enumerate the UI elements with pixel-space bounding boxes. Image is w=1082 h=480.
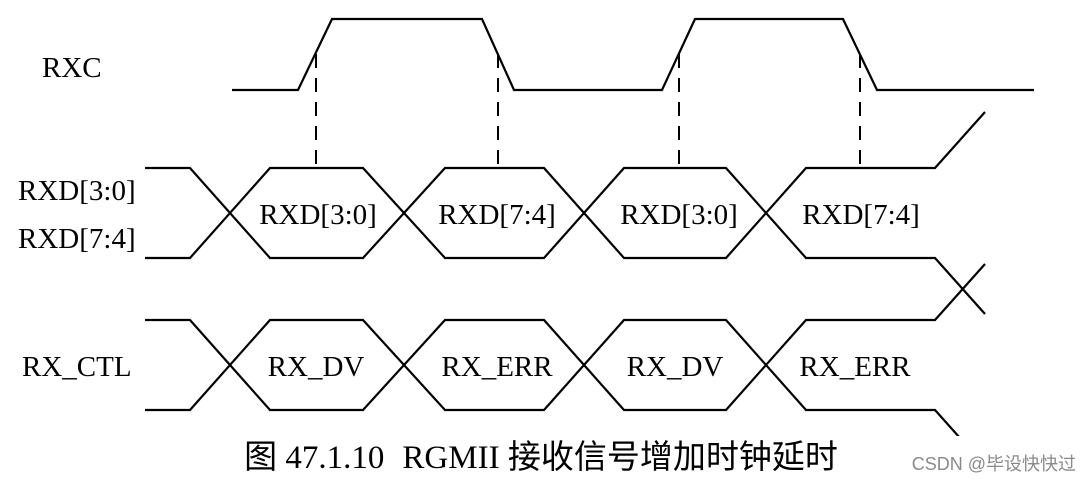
rxd-segment-label: RXD[3:0] [259,199,377,231]
figure-caption: 图 47.1.10 RGMII 接收信号增加时钟延时 [0,436,1082,480]
rx-ctl-segment-label: RX_ERR [441,351,553,383]
rx-ctl-segment-label: RX_ERR [799,351,911,383]
rxd-segment-label: RXD[7:4] [802,199,920,231]
rxc-clock-waveform [232,17,1034,92]
timing-diagram: RXC RXD[3:0] RXD[7:4] RX_CTL RXD[3:0] RX… [18,17,1034,436]
figure-number: 图 47.1.10 [244,440,385,476]
rxd-bus-waveform [145,111,986,315]
rxd-segment-label: RXD[7:4] [438,199,556,231]
signal-label-rxd-high: RXD[7:4] [18,223,136,255]
rx-ctl-segment-label: RX_DV [268,351,365,383]
signal-label-rxc: RXC [42,52,102,84]
watermark: CSDN @毕设快快过 [911,454,1076,474]
signal-label-rx-ctl: RX_CTL [22,351,132,383]
figure-caption-text: RGMII 接收信号增加时钟延时 [402,440,838,476]
rx-ctl-waveform [145,263,986,436]
rxd-segment-label: RXD[3:0] [620,199,738,231]
rx-ctl-segment-label: RX_DV [627,351,724,383]
signal-label-rxd-low: RXD[3:0] [18,175,136,207]
